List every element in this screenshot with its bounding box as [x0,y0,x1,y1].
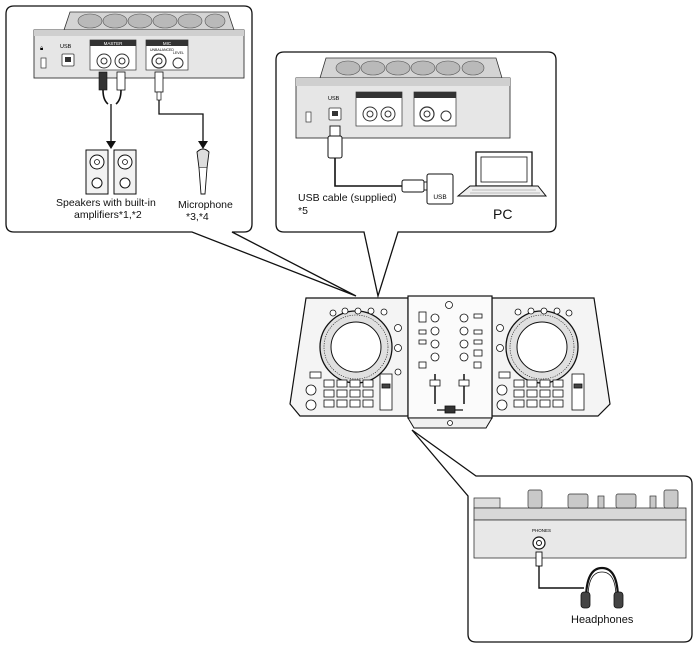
usb-plug-label: USB [433,194,446,201]
left-pads [305,368,402,411]
level-label: LEVEL [173,51,184,55]
usb-cable-label-line1: USB cable (supplied) [298,192,397,204]
headphone-cable [535,551,584,589]
master-label: MASTER [104,41,124,46]
pc-label: PC [493,206,513,222]
dj-controller [289,295,611,429]
rca-plugs [98,71,126,105]
laptop-icon [456,151,548,197]
usb-port-label: USB [60,44,72,50]
microphone-label-line1: Microphone [178,199,233,211]
right-jog-wheel [505,310,579,384]
usb-cable-label-line2: *5 [298,205,308,217]
rear-panel-device-2: USB [295,57,511,139]
speakers-label-line2: amplifiers*1,*2 [74,209,142,221]
rear-panel-callout: 🔒︎ USB MASTER MIC UNBALANCED LEVEL [5,5,357,297]
usb-callout: USB USB [275,51,557,299]
phones-label: PHONES [532,528,551,533]
microphone-icon [196,148,210,195]
microphone-label-line2: *3,*4 [186,211,209,223]
rear-panel-device: 🔒︎ USB MASTER MIC UNBALANCED LEVEL [33,11,245,79]
left-jog-wheel [319,310,393,384]
headphones-callout: PHONES [411,429,693,643]
phones-jack-front [447,420,453,426]
speakers-label-line1: Speakers with built-in [56,197,156,209]
mixer-knobs [418,301,483,369]
channel-faders [429,374,470,414]
unbalanced-label: UNBALANCED [150,48,174,52]
usb-port-label-2: USB [328,96,340,102]
lock-icon: 🔒︎ [40,46,43,52]
front-panel-device: PHONES [473,489,687,559]
right-pads [496,371,585,411]
usb-cable-icon: USB [327,125,454,205]
headphones-icon [580,566,624,609]
speakers-icon [85,149,137,195]
headphones-label: Headphones [571,614,634,626]
mic-label: MIC [163,41,172,46]
